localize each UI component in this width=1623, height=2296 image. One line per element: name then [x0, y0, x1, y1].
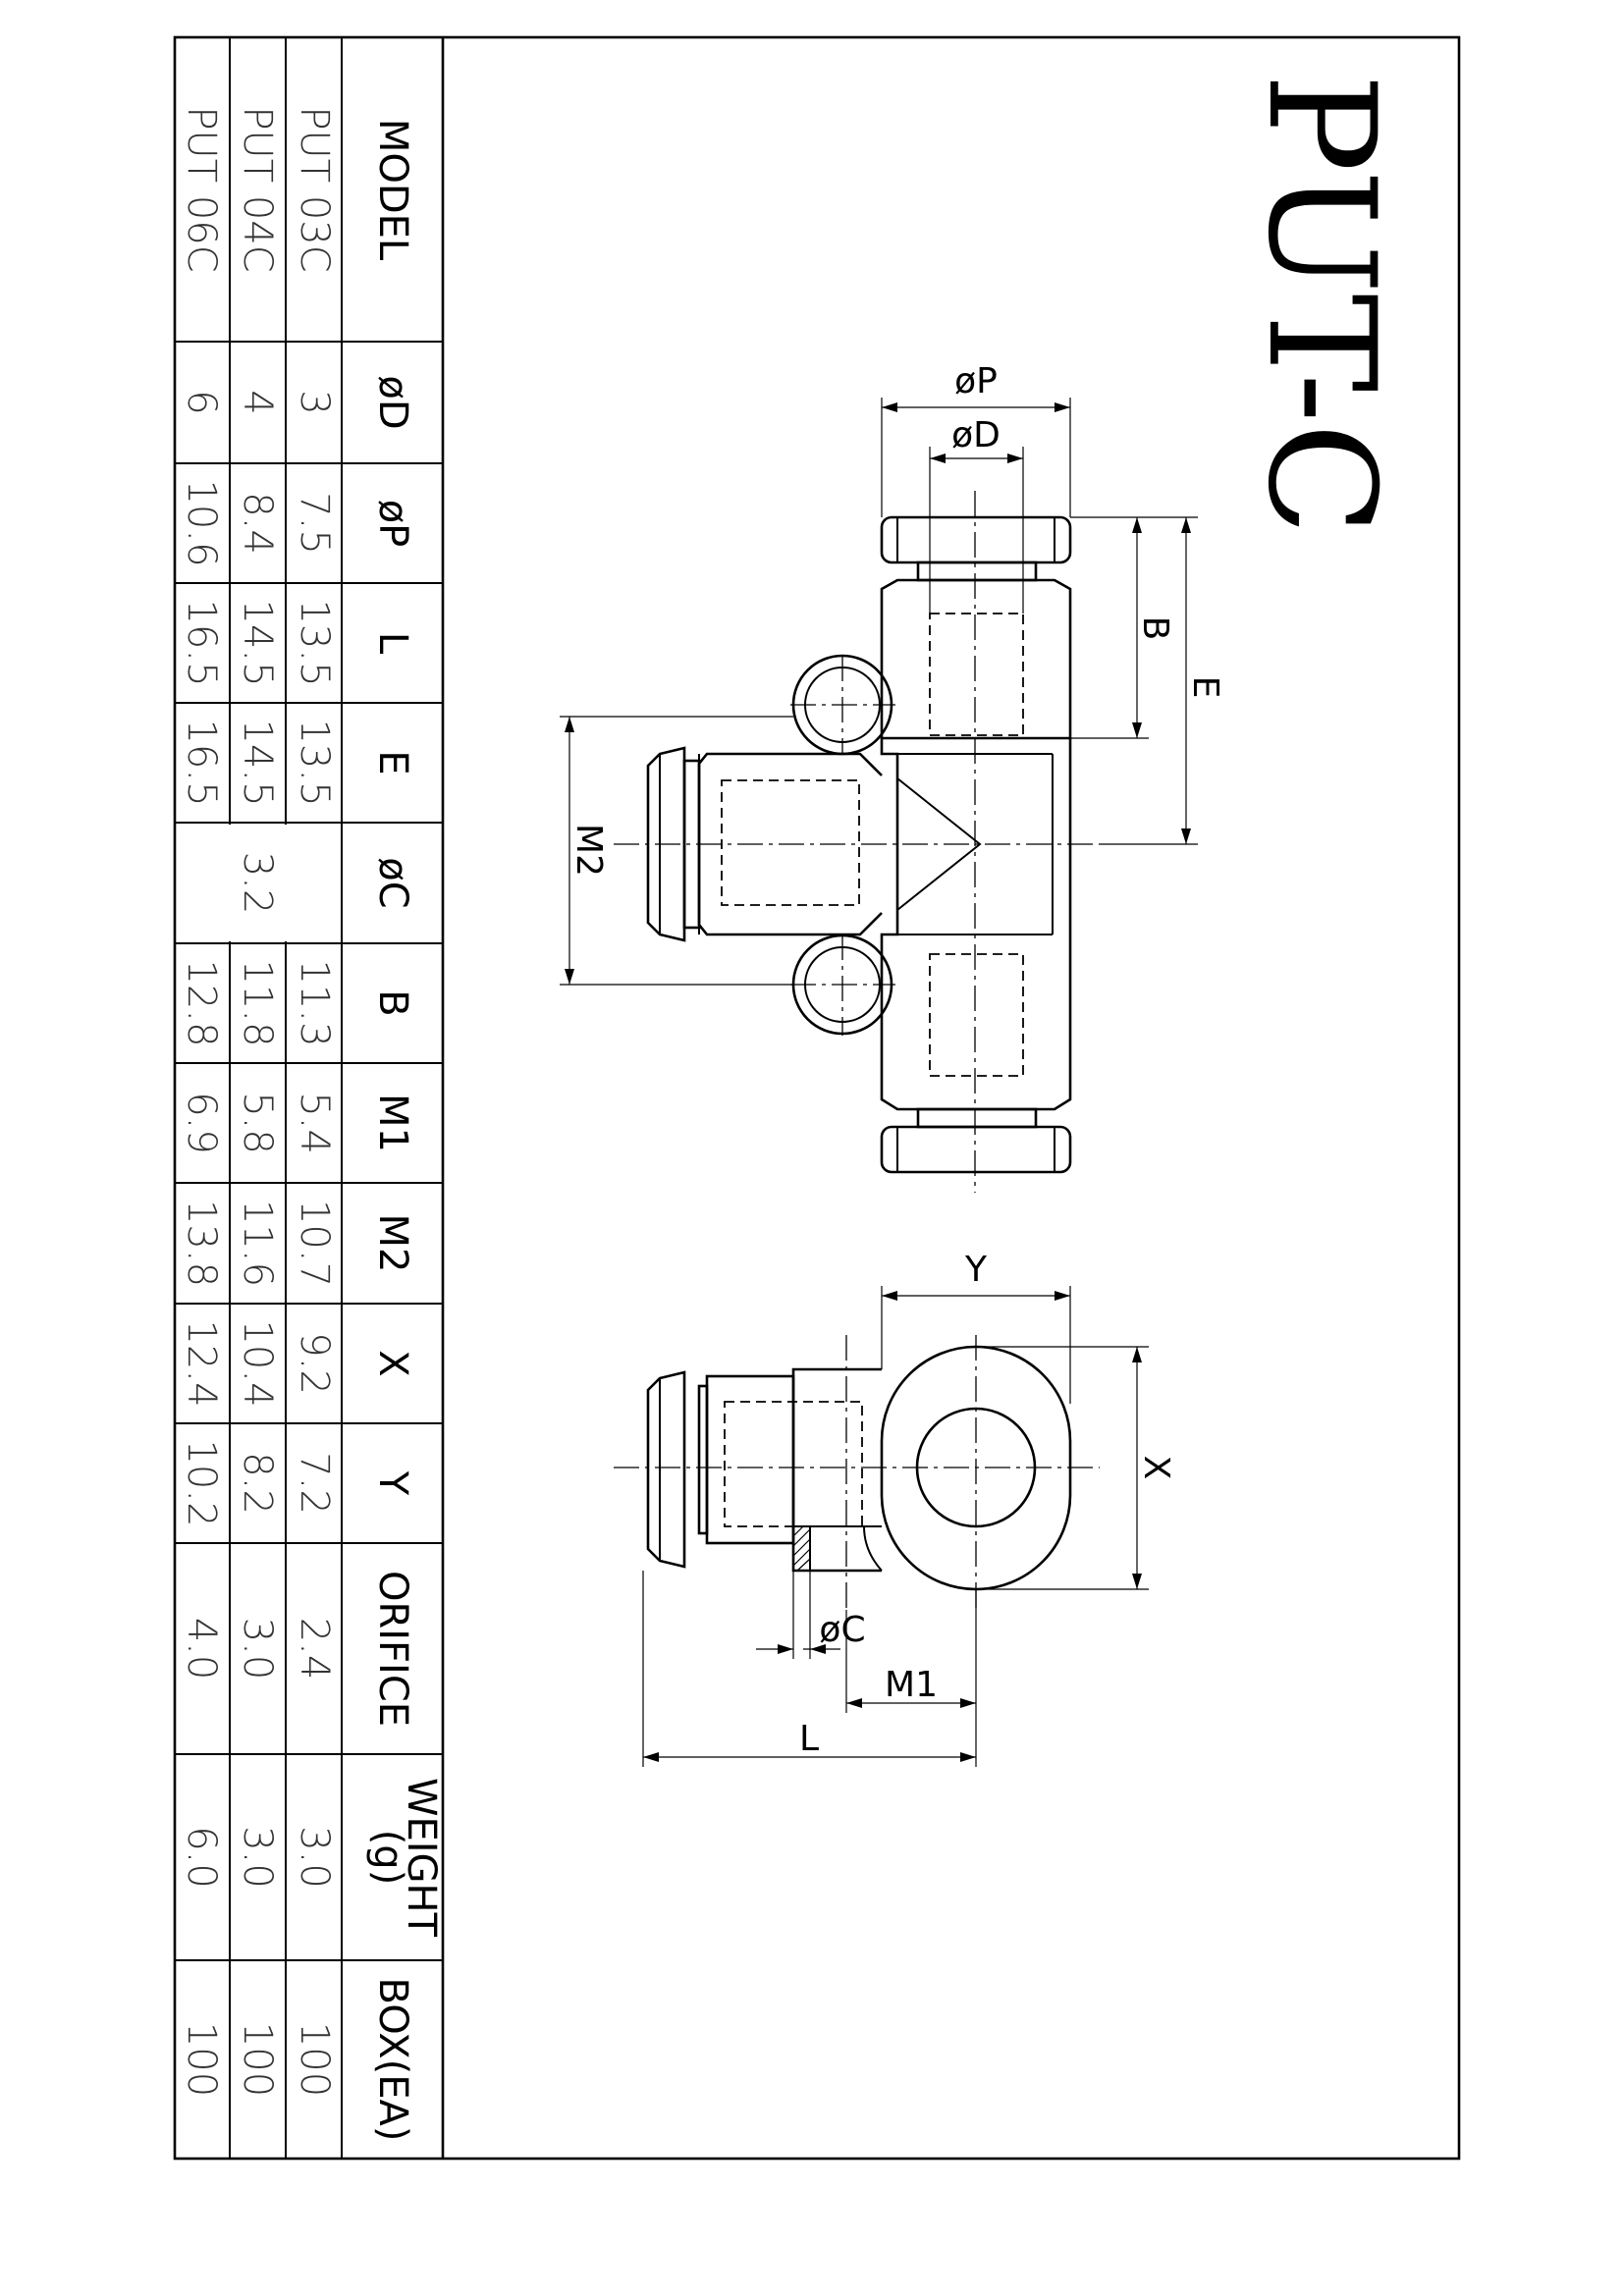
table-cell: 7.2 [292, 1452, 337, 1515]
dim-label-dia-d: øD [951, 415, 1001, 455]
table-cell: 11.6 [235, 1200, 280, 1287]
table-cell: PUT 04C [235, 106, 280, 272]
table-header-cell: MODEL [370, 119, 415, 261]
table-header-cell: øD [370, 375, 415, 429]
table-cell: 13.8 [179, 1200, 224, 1287]
table-cell: 100 [235, 2022, 280, 2097]
table-cell: 10.4 [235, 1319, 280, 1407]
table-cell: 13.5 [292, 719, 337, 806]
dim-label-dia-c: øC [819, 1610, 865, 1650]
table-header-cell: ORIFICE [370, 1571, 415, 1727]
table-cell: 9.2 [292, 1332, 337, 1395]
table-cell: 10.2 [179, 1439, 224, 1526]
table-cell: 6.0 [179, 1826, 224, 1889]
top-view-dimensions: øP øD B E M2 [560, 361, 1225, 986]
table-cell: 4 [235, 390, 280, 414]
table-header-cell: øC [370, 857, 415, 908]
table-cell: 3.0 [292, 1826, 337, 1889]
spec-table-grid [229, 37, 445, 2159]
table-cell: 4.0 [179, 1618, 224, 1681]
dim-label-m1: M1 [885, 1665, 938, 1705]
dim-label-e: E [1185, 676, 1225, 699]
top-view-tee-fitting [614, 491, 1100, 1193]
table-cell: 16.5 [179, 599, 224, 686]
drawing-title: PUT-C [1235, 74, 1406, 536]
table-header-cell: BOX(EA) [370, 1978, 415, 2142]
table-cell: 11.3 [292, 959, 337, 1046]
table-cell: PUT 03C [292, 106, 337, 272]
side-view-dimensions: Y X øC M1 L [642, 1250, 1176, 1767]
table-cell: 5.8 [235, 1092, 280, 1154]
sheet-border [173, 35, 1461, 2161]
table-header-weight: (g) [365, 1830, 410, 1886]
table-header-cell: Y [370, 1470, 415, 1496]
table-cell: 6 [179, 390, 224, 414]
table-cell: 7.5 [292, 492, 337, 555]
table-cell: 8.4 [235, 492, 280, 555]
table-header-cell: B [370, 989, 415, 1016]
table-cell: 5.4 [292, 1092, 337, 1154]
dim-label-m2: M2 [568, 824, 609, 877]
dim-label-y: Y [964, 1250, 988, 1290]
dim-label-l: L [799, 1719, 819, 1759]
table-header-cell: M1 [370, 1094, 415, 1152]
spec-table-values: PUT 03C 3 7.5 13.5 13.5 11.3 5.4 10.7 9.2 7.2 2.4 3… [179, 106, 337, 2097]
table-cell: 100 [292, 2022, 337, 2097]
table-header-cell: X [370, 1350, 415, 1376]
table-cell: 100 [179, 2022, 224, 2097]
dim-label-b: B [1135, 616, 1175, 641]
table-cell: 13.5 [292, 599, 337, 686]
spec-table-columns [175, 341, 443, 1961]
table-header-cell: L [370, 632, 415, 655]
table-cell: 11.8 [235, 959, 280, 1046]
table-header-cell: E [370, 750, 415, 774]
table-cell: 2.4 [292, 1618, 337, 1681]
merged-cell-mask [283, 825, 289, 941]
table-cell: 3 [292, 390, 337, 414]
table-cell: 12.4 [179, 1319, 224, 1407]
table-header-weight: WEIGHT [399, 1778, 444, 1938]
table-cell: 14.5 [235, 599, 280, 686]
table-cell: 10.6 [179, 479, 224, 566]
table-cell: PUT 06C [179, 106, 224, 272]
table-cell: 3.0 [235, 1618, 280, 1681]
table-cell: 16.5 [179, 719, 224, 806]
table-header-cell: øP [370, 500, 415, 548]
table-cell: 8.2 [235, 1452, 280, 1515]
merged-cell-mask [227, 825, 233, 941]
table-cell: 12.8 [179, 959, 224, 1046]
dim-label-x: X [1136, 1456, 1176, 1480]
table-cell-dia-c-merged: 3.2 [235, 852, 280, 915]
table-cell: 6.9 [179, 1092, 224, 1154]
table-cell: 10.7 [292, 1200, 337, 1287]
table-header-cell: M2 [370, 1214, 415, 1273]
dim-label-dia-p: øP [954, 361, 998, 401]
table-cell: 14.5 [235, 719, 280, 806]
section-hatch [792, 1525, 811, 1572]
table-cell: 3.0 [235, 1826, 280, 1889]
spec-table-merged-cells [227, 825, 289, 941]
